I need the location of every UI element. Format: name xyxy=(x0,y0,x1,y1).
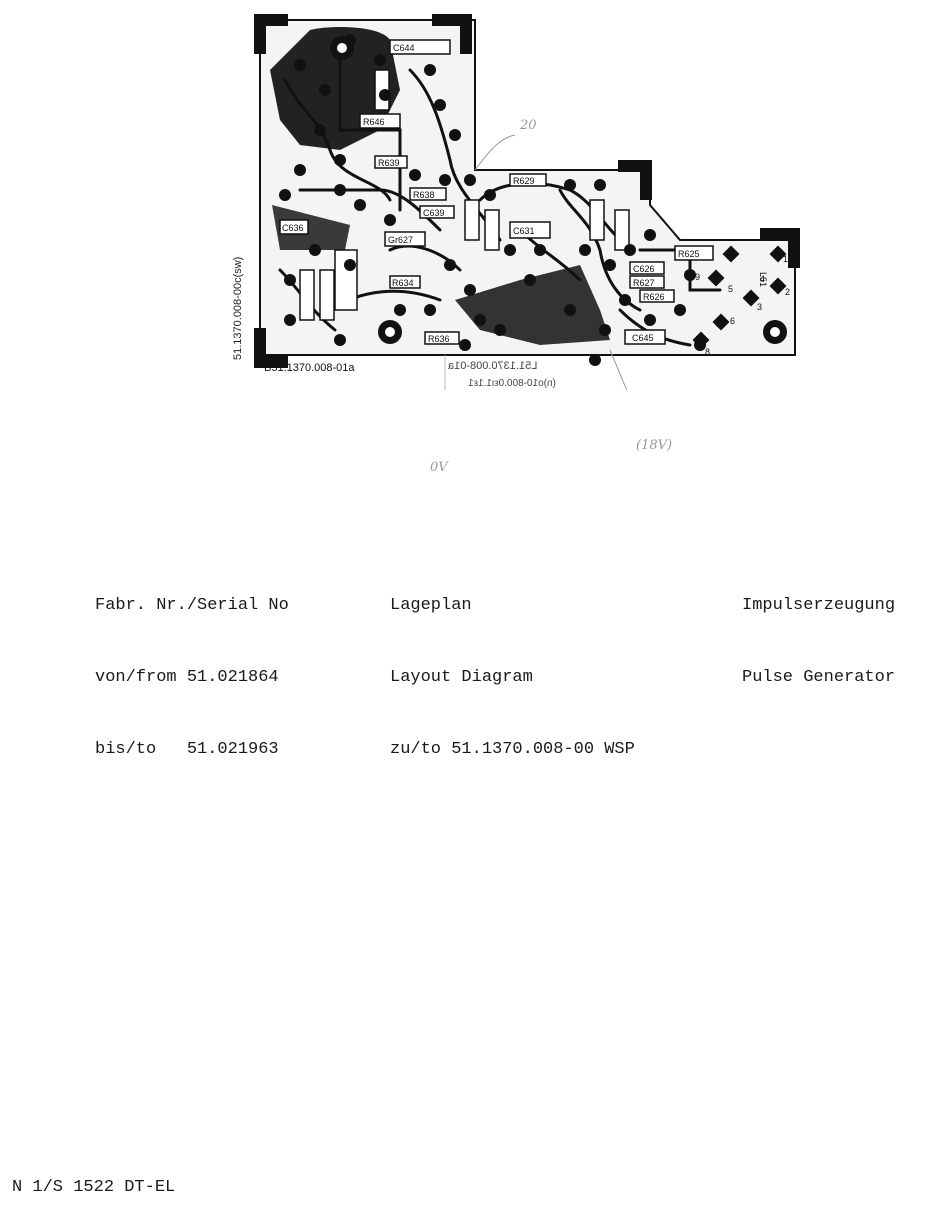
svg-text:C644: C644 xyxy=(393,43,415,53)
solder-pads xyxy=(279,34,706,366)
diagram-title-en: Layout Diagram xyxy=(390,668,533,687)
svg-text:8: 8 xyxy=(705,347,710,357)
corner-block xyxy=(640,160,652,200)
ground-plane xyxy=(455,265,610,345)
ground-plane xyxy=(272,205,350,250)
svg-text:R625: R625 xyxy=(678,249,700,259)
serial-label: Fabr. Nr./Serial No xyxy=(95,596,289,615)
function-en: Pulse Generator xyxy=(742,668,896,687)
svg-text:4: 4 xyxy=(760,274,765,284)
svg-text:1: 1 xyxy=(783,254,788,264)
svg-text:C645: C645 xyxy=(632,333,654,343)
board-code-vertical: 51.1370.008-00c(sw) xyxy=(232,256,244,360)
handwritten-note-right: (18V) xyxy=(636,438,673,453)
corner-block xyxy=(254,14,266,54)
function-de: Impulserzeugung xyxy=(742,596,896,615)
handwritten-note-top: 20 xyxy=(520,118,537,133)
board-code-mirrored: L51.1370.008-01a xyxy=(448,360,538,372)
pointer-line xyxy=(609,349,628,390)
svg-text:R626: R626 xyxy=(643,292,665,302)
svg-text:R634: R634 xyxy=(392,278,414,288)
connector-pads xyxy=(692,245,787,349)
svg-text:Gr627: Gr627 xyxy=(388,235,413,245)
svg-text:3: 3 xyxy=(757,302,762,312)
svg-text:2: 2 xyxy=(785,287,790,297)
svg-text:R638: R638 xyxy=(413,190,435,200)
svg-text:C639: C639 xyxy=(423,208,445,218)
mounting-holes xyxy=(330,36,787,344)
handwritten-note-bottom: 0V xyxy=(430,460,448,475)
pointer-line xyxy=(474,134,516,171)
diagram-info: Lageplan Layout Diagram zu/to 51.1370.00… xyxy=(390,546,635,786)
svg-text:R636: R636 xyxy=(428,334,450,344)
svg-text:C636: C636 xyxy=(282,223,304,233)
diagram-title-de: Lageplan xyxy=(390,596,472,615)
serial-to: bis/to 51.021963 xyxy=(95,740,279,759)
corner-block xyxy=(432,14,466,26)
svg-text:R639: R639 xyxy=(378,158,400,168)
svg-text:9: 9 xyxy=(695,272,700,282)
function-info: Impulserzeugung Pulse Generator xyxy=(742,546,895,714)
board-code-mirrored-small: (n)o10-800.0ει1.1ε1 xyxy=(468,378,556,389)
serial-from: von/from 51.021864 xyxy=(95,668,279,687)
corner-block xyxy=(254,356,288,368)
svg-text:R627: R627 xyxy=(633,278,655,288)
svg-text:5: 5 xyxy=(728,284,733,294)
footer-code: N 1/S 1522 DT-EL xyxy=(12,1178,176,1197)
svg-text:C631: C631 xyxy=(513,226,535,236)
pcb-layout-diagram: C644 R646 R639 R638 R629 C639 Gr627 C631… xyxy=(240,10,810,390)
corner-block xyxy=(788,228,800,268)
serial-info: Fabr. Nr./Serial No von/from 51.021864 b… xyxy=(95,546,289,786)
board-code-bottom: B51.1370.008-01a xyxy=(264,362,355,374)
svg-text:R646: R646 xyxy=(363,117,385,127)
svg-text:6: 6 xyxy=(730,316,735,326)
svg-text:L51: L51 xyxy=(758,272,768,287)
svg-text:C626: C626 xyxy=(633,264,655,274)
corner-block xyxy=(460,14,472,54)
svg-text:R629: R629 xyxy=(513,176,535,186)
pcb-board-drawing: C644 R646 R639 R638 R629 C639 Gr627 C631… xyxy=(254,14,800,390)
diagram-reference: zu/to 51.1370.008-00 WSP xyxy=(390,740,635,759)
